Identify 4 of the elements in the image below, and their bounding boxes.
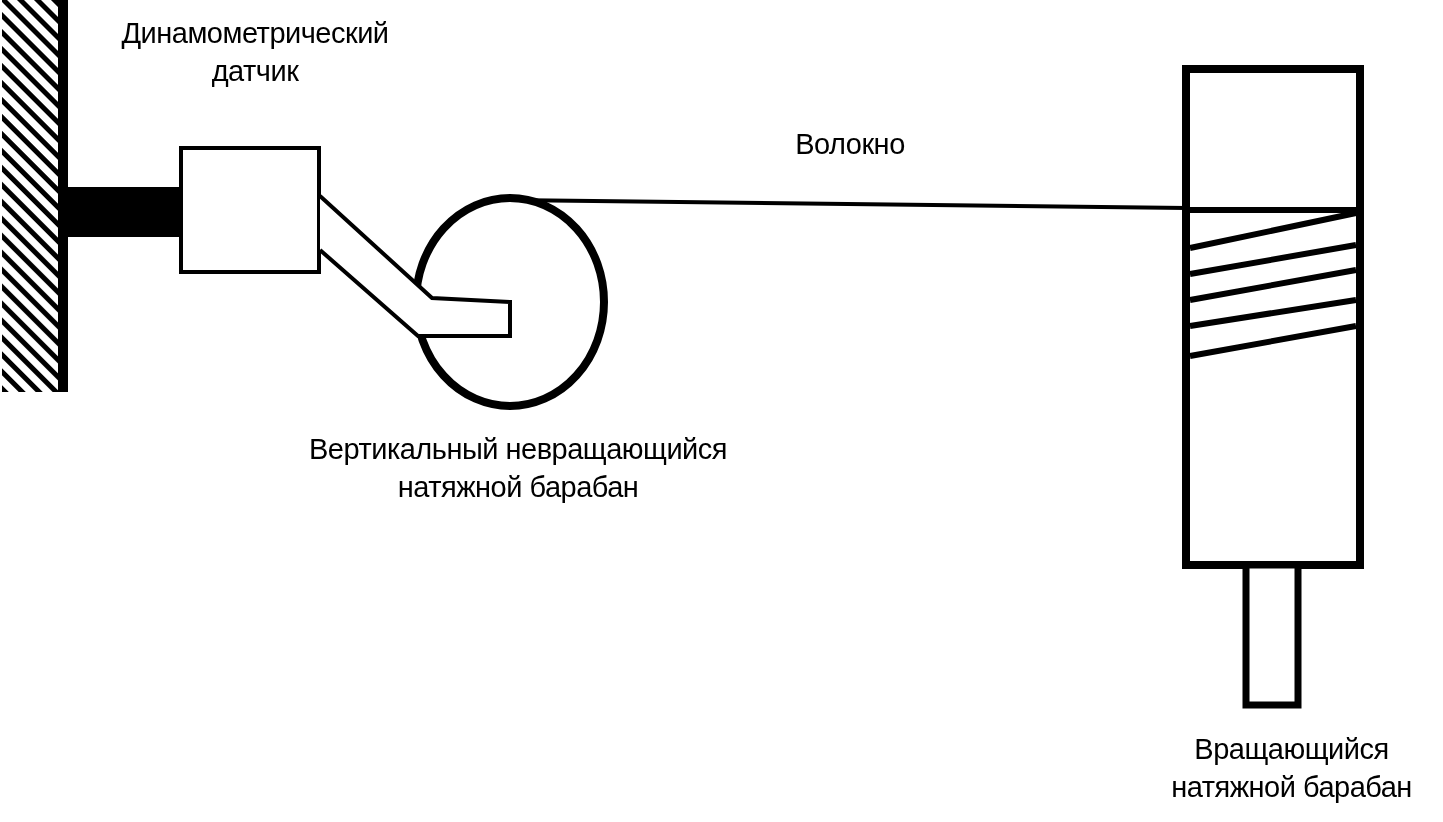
part-label: Динамометрический датчик [120, 16, 390, 89]
part-label: Волокно [794, 127, 906, 162]
part-label: Вращающийся натяжной барабан [1170, 732, 1413, 805]
part-label: Вертикальный невращающийся натяжной барабан [307, 432, 729, 505]
